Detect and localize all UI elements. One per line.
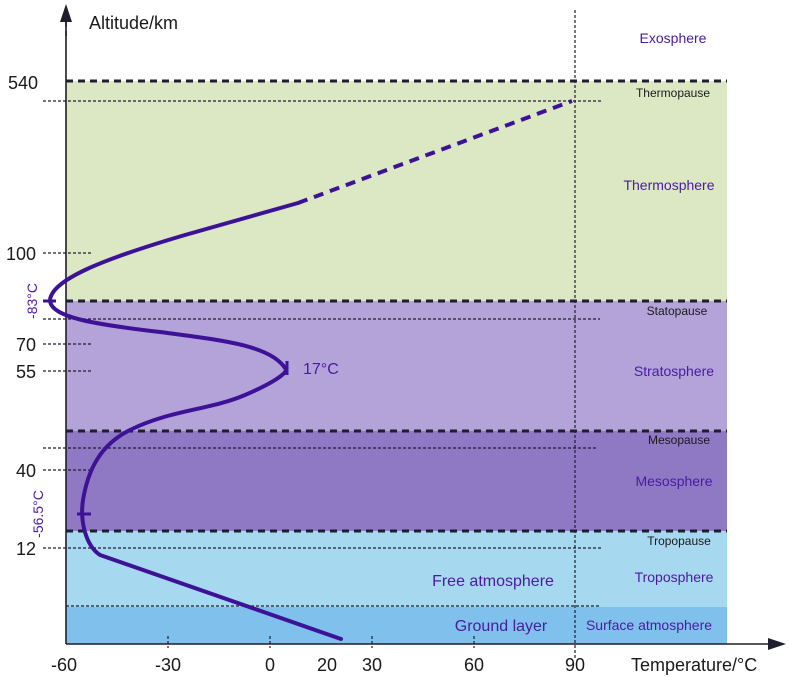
- y-tick: 40: [16, 461, 36, 481]
- label-exosphere: Exosphere: [640, 30, 707, 46]
- x-tick: 0: [265, 655, 275, 675]
- label-statopause: Statopause: [647, 304, 708, 318]
- label-mesosphere: Mesosphere: [635, 473, 712, 489]
- x-tick: 20: [317, 655, 337, 675]
- y-tick: 12: [16, 539, 36, 559]
- annotation-min-lower: -56.5°C: [30, 490, 46, 538]
- label-stratosphere: Stratosphere: [634, 363, 714, 379]
- x-tick: 60: [464, 655, 484, 675]
- label-free-atmosphere: Free atmosphere: [432, 573, 554, 590]
- y-axis-arrow: [60, 4, 72, 22]
- temperature-curve-dashed: [297, 99, 573, 205]
- label-tropopause: Tropopause: [647, 534, 711, 548]
- y-tick: 70: [16, 335, 36, 355]
- annotation-max-strat: 17°C: [303, 361, 339, 378]
- x-tick: 30: [362, 655, 382, 675]
- y-axis-title: Altitude/km: [89, 13, 178, 33]
- y-tick: 540: [8, 73, 38, 93]
- layer-boundaries: [66, 79, 727, 533]
- y-tick: 55: [16, 362, 36, 382]
- y-tick: 100: [6, 244, 36, 264]
- reference-lines: [43, 10, 603, 660]
- layer-labels: Exosphere Thermopause Thermosphere Stato…: [432, 30, 715, 635]
- label-troposphere: Troposphere: [635, 569, 714, 585]
- band-stratosphere: [66, 301, 727, 431]
- band-mesosphere: [66, 431, 727, 531]
- x-tick: -30: [155, 655, 181, 675]
- band-thermosphere: [66, 81, 727, 301]
- band-ground: [66, 607, 727, 644]
- band-troposphere: [66, 531, 727, 607]
- annotation-min-upper: -83°C: [24, 283, 40, 319]
- x-axis-arrow: [768, 638, 786, 650]
- label-mesopause: Mesopause: [648, 433, 710, 447]
- label-thermopause: Thermopause: [636, 86, 710, 100]
- axes: [65, 20, 770, 645]
- label-ground-layer: Ground layer: [455, 618, 548, 635]
- x-tick: -60: [51, 655, 77, 675]
- y-tick-labels: 540 100 70 55 40 12: [6, 73, 38, 559]
- x-tick: 90: [565, 655, 585, 675]
- label-surface-atmosphere: Surface atmosphere: [586, 617, 712, 633]
- x-tick-labels: -60 -30 0 20 30 60 90: [51, 655, 585, 675]
- x-axis-title: Temperature/°C: [631, 655, 757, 675]
- label-thermosphere: Thermosphere: [623, 177, 714, 193]
